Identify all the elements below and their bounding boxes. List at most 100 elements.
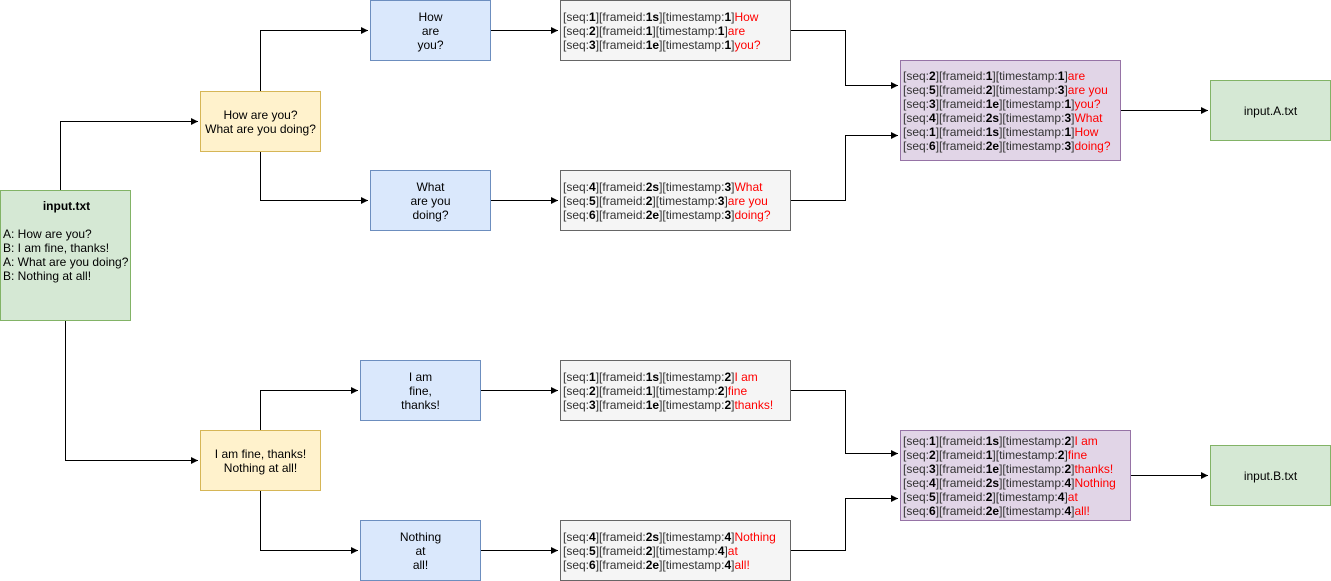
- record-timestamp: 3: [1064, 110, 1072, 125]
- record-word: What: [734, 179, 763, 194]
- sentence-a1-text: How are you?: [417, 9, 444, 52]
- sentence-b1-node: I am fine, thanks!: [360, 360, 481, 421]
- record-frameid: 1s: [645, 9, 660, 24]
- record-seq: 1: [589, 369, 596, 384]
- edge-records-b2-to-merged-b: [790, 495, 898, 551]
- record-timestamp: 1: [1064, 96, 1072, 111]
- record-seq: 3: [589, 397, 596, 412]
- record-frameid: 1e: [985, 96, 1000, 111]
- record-timestamp: 3: [724, 207, 732, 222]
- record-word: thanks!: [1074, 461, 1114, 476]
- record-timestamp: 2: [724, 397, 732, 412]
- record-line: [seq:6][frameid:2e][timestamp:3]doing?: [563, 207, 771, 222]
- edge-turn-b-to-sentence-b2: [260, 490, 358, 554]
- edge-input-to-turn-b: [65, 321, 198, 464]
- record-line: [seq:3][frameid:1e][timestamp:1]you?: [903, 96, 1101, 111]
- sentence-b2-text: Nothing at all!: [399, 529, 442, 572]
- record-seq: 6: [929, 503, 936, 518]
- record-seq: 2: [929, 447, 936, 462]
- record-word: I am: [734, 369, 758, 384]
- record-frameid: 1: [985, 447, 993, 462]
- record-timestamp: 2: [1064, 461, 1072, 476]
- record-line: [seq:1][frameid:1s][timestamp:1]How: [563, 9, 759, 24]
- record-word: doing?: [734, 207, 771, 222]
- record-frameid: 2s: [985, 475, 1000, 490]
- record-seq: 6: [929, 138, 936, 153]
- record-frameid: 1e: [645, 37, 660, 52]
- record-frameid: 1: [985, 68, 993, 83]
- record-timestamp: 3: [717, 193, 725, 208]
- record-timestamp: 4: [1064, 475, 1072, 490]
- record-frameid: 2e: [645, 557, 660, 572]
- sentence-a1-node: How are you?: [370, 0, 491, 61]
- record-line: [seq:5][frameid:2][timestamp:4]at: [903, 489, 1078, 504]
- turn-b-node: I am fine, thanks! Nothing at all!: [200, 430, 321, 491]
- record-frameid: 1s: [985, 124, 1000, 139]
- record-seq: 5: [929, 489, 936, 504]
- input-file-node: input.txt A: How are you? B: I am fine, …: [0, 190, 131, 321]
- record-frameid: 2e: [645, 207, 660, 222]
- output-a-node: input.A.txt: [1210, 80, 1331, 141]
- record-seq: 4: [589, 179, 596, 194]
- record-seq: 2: [589, 23, 596, 38]
- record-line: [seq:6][frameid:2e][timestamp:4]all!: [563, 557, 750, 572]
- record-seq: 3: [929, 96, 936, 111]
- record-word: are you: [727, 193, 768, 208]
- edge-records-a1-to-merged-a: [790, 30, 898, 89]
- record-frameid: 2s: [645, 179, 660, 194]
- edge-records-b1-to-merged-b: [790, 390, 898, 457]
- record-line: [seq:1][frameid:1s][timestamp:2]I am: [563, 369, 758, 384]
- record-timestamp: 3: [1064, 138, 1072, 153]
- record-seq: 3: [929, 461, 936, 476]
- record-line: [seq:2][frameid:1][timestamp:1]are: [903, 68, 1086, 83]
- input-file-title: input.txt: [42, 199, 91, 213]
- record-seq: 6: [589, 207, 596, 222]
- record-frameid: 2s: [645, 529, 660, 544]
- record-line: [seq:1][frameid:1s][timestamp:2]I am: [903, 433, 1098, 448]
- sentence-b2-node: Nothing at all!: [360, 520, 481, 581]
- record-frameid: 1: [645, 23, 653, 38]
- record-seq: 1: [589, 9, 596, 24]
- turn-a-node: How are you? What are you doing?: [200, 91, 321, 152]
- input-file-dialogue: A: How are you? B: I am fine, thanks! A:…: [3, 227, 129, 283]
- record-seq: 3: [589, 37, 596, 52]
- record-frameid: 1: [645, 383, 653, 398]
- records-a2-node: [seq:4][frameid:2s][timestamp:3]What[seq…: [560, 170, 791, 231]
- record-seq: 2: [589, 383, 596, 398]
- record-frameid: 2: [985, 82, 993, 97]
- output-b-node: input.B.txt: [1210, 445, 1331, 506]
- record-timestamp: 4: [724, 557, 732, 572]
- record-seq: 5: [929, 82, 936, 97]
- record-timestamp: 1: [724, 9, 732, 24]
- record-line: [seq:5][frameid:2][timestamp:3]are you: [903, 82, 1108, 97]
- record-line: [seq:4][frameid:2s][timestamp:4]Nothing: [563, 529, 776, 544]
- record-timestamp: 1: [717, 23, 725, 38]
- record-seq: 4: [589, 529, 596, 544]
- record-seq: 4: [929, 110, 936, 125]
- record-frameid: 2: [645, 543, 653, 558]
- record-timestamp: 2: [717, 383, 725, 398]
- record-word: Nothing: [1074, 475, 1116, 490]
- record-line: [seq:3][frameid:1e][timestamp:1]you?: [563, 37, 761, 52]
- sentence-b1-text: I am fine, thanks!: [401, 369, 440, 412]
- record-word: at: [727, 543, 738, 558]
- record-word: at: [1067, 489, 1078, 504]
- record-timestamp: 1: [1057, 68, 1065, 83]
- records-a1-node: [seq:1][frameid:1s][timestamp:1]How [seq:…: [560, 0, 791, 61]
- record-timestamp: 2: [724, 369, 732, 384]
- record-timestamp: 1: [724, 37, 732, 52]
- record-seq: 1: [929, 433, 936, 448]
- record-seq: 4: [929, 475, 936, 490]
- record-line: [seq:1][frameid:1s][timestamp:1]How: [903, 124, 1099, 139]
- record-frameid: 1s: [985, 433, 1000, 448]
- records-b2-node: [seq:4][frameid:2s][timestamp:4]Nothing[…: [560, 520, 791, 581]
- sentence-a2-text: What are you doing?: [410, 179, 451, 222]
- record-timestamp: 4: [724, 529, 732, 544]
- edge-turn-a-to-sentence-a2: [260, 151, 368, 204]
- record-timestamp: 1: [1064, 124, 1072, 139]
- record-frameid: 2e: [985, 503, 1000, 518]
- record-line: [seq:5][frameid:2][timestamp:4]at: [563, 543, 738, 558]
- record-timestamp: 2: [1064, 433, 1072, 448]
- record-timestamp: 2: [1057, 447, 1065, 462]
